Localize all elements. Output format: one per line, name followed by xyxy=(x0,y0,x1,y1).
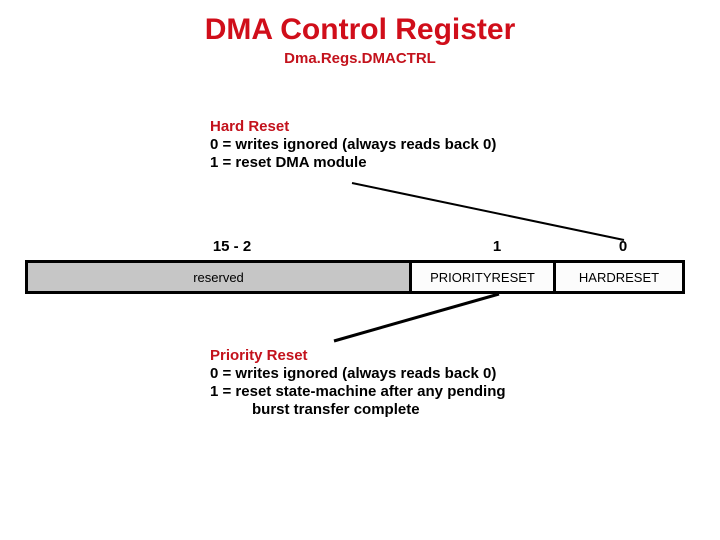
annotation-hard-reset-heading: Hard Reset xyxy=(210,118,290,135)
register-path-subtitle: Dma.Regs.DMACTRL xyxy=(284,50,436,67)
annotation-priority-reset: Priority Reset 0 = writes ignored (alway… xyxy=(210,347,506,419)
register-field-hardreset: HARDRESET xyxy=(556,263,682,291)
register-field-priorityreset: PRIORITYRESET xyxy=(412,263,556,291)
annotation-priority-reset-line-2: 1 = reset state-machine after any pendin… xyxy=(210,383,506,400)
leader-line-priority-reset xyxy=(333,292,500,343)
annotation-hard-reset-line-1: 0 = writes ignored (always reads back 0) xyxy=(210,136,497,153)
register-field-table: reserved PRIORITYRESET HARDRESET xyxy=(25,260,685,294)
annotation-priority-reset-line-3: burst transfer complete xyxy=(252,401,420,418)
bit-label-15-2: 15 - 2 xyxy=(212,238,252,255)
register-field-reserved: reserved xyxy=(28,263,412,291)
annotation-hard-reset-line-2: 1 = reset DMA module xyxy=(210,154,367,171)
annotation-hard-reset: Hard Reset 0 = writes ignored (always re… xyxy=(210,118,496,172)
bit-label-1: 1 xyxy=(492,238,502,255)
bit-label-0: 0 xyxy=(618,238,628,255)
annotation-priority-reset-heading: Priority Reset xyxy=(210,347,308,364)
leader-line-hard-reset xyxy=(351,182,625,241)
page-title: DMA Control Register xyxy=(204,13,516,46)
annotation-priority-reset-line-1: 0 = writes ignored (always reads back 0) xyxy=(210,365,497,382)
bit-index-labels: 15 - 2 1 0 xyxy=(25,238,685,258)
